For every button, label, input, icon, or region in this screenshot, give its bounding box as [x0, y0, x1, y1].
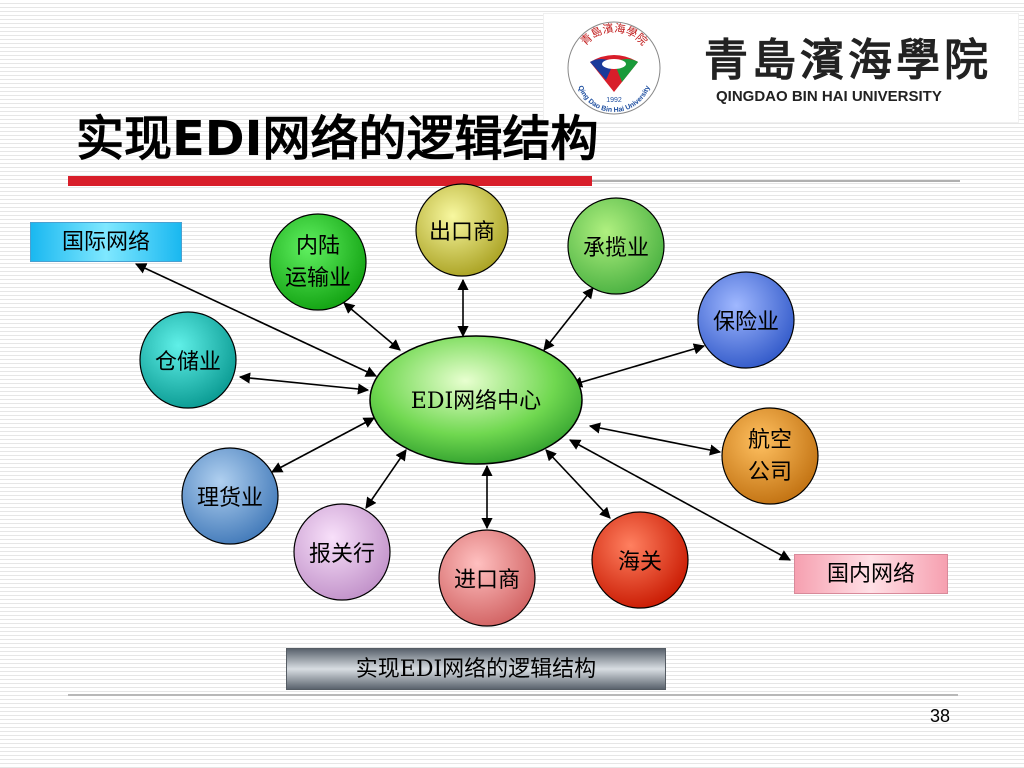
- node-broker-label: 报关行: [309, 542, 375, 567]
- node-import: 进口商: [438, 529, 536, 627]
- node-customs: 海关: [591, 511, 689, 609]
- node-consolidator: 承揽业: [567, 197, 665, 295]
- node-edi-center-label: EDI网络中心: [411, 389, 541, 414]
- node-export-label: 出口商: [429, 220, 495, 245]
- university-logo: 青島濱海學院 Qing Dao Bin Hai University 1992 …: [544, 14, 1018, 122]
- emblem-year: 1992: [606, 97, 622, 104]
- arrow-broker: [365, 449, 407, 509]
- node-inland-label-1: 内陆: [296, 234, 340, 259]
- node-tally: 理货业: [181, 447, 279, 545]
- node-customs-label: 海关: [618, 550, 662, 575]
- label-international-network: 国际网络: [30, 222, 182, 262]
- node-tally-label: 理货业: [197, 486, 263, 511]
- arrow-customs: [545, 449, 611, 519]
- arrow-inland: [343, 302, 401, 351]
- node-broker: 报关行: [293, 503, 391, 601]
- footer-divider: [68, 694, 958, 696]
- page-title: 实现EDI网络的逻辑结构: [76, 111, 599, 167]
- node-warehouse: 仓储业: [139, 311, 237, 409]
- connector-arrows: [134, 263, 791, 561]
- node-inland-label-2: 运输业: [285, 266, 351, 291]
- arrow-warehouse: [238, 372, 370, 395]
- title-underline-gray: [592, 180, 960, 182]
- node-insurance: 保险业: [697, 271, 795, 369]
- page-number: 38: [929, 706, 950, 726]
- logo-name-en: QINGDAO BIN HAI UNIVERSITY: [716, 88, 942, 105]
- arrow-consolidator: [543, 287, 594, 351]
- node-insurance-label: 保险业: [713, 310, 779, 335]
- arrow-international: [134, 263, 378, 377]
- node-import-label: 进口商: [454, 568, 520, 593]
- label-domestic-network: 国内网络: [794, 554, 948, 594]
- node-consolidator-label: 承揽业: [583, 236, 649, 261]
- node-export: 出口商: [415, 183, 509, 277]
- node-airline-label-1: 航空: [748, 428, 792, 453]
- node-airline-label-2: 公司: [748, 460, 792, 485]
- arrow-airline: [588, 422, 722, 456]
- diagram-caption: 实现EDI网络的逻辑结构: [286, 648, 666, 690]
- node-inland-transport: 内陆 运输业: [269, 213, 367, 311]
- node-edi-center: EDI网络中心: [369, 335, 583, 465]
- node-warehouse-label: 仓储业: [155, 350, 221, 375]
- node-airline: 航空 公司: [721, 407, 819, 505]
- arrow-tally: [271, 417, 375, 473]
- arrow-insurance: [570, 343, 706, 388]
- logo-name-cn: 青島濱海學院: [704, 35, 992, 86]
- title-underline-red: [68, 176, 592, 186]
- university-emblem-icon: 青島濱海學院 Qing Dao Bin Hai University 1992: [567, 21, 661, 115]
